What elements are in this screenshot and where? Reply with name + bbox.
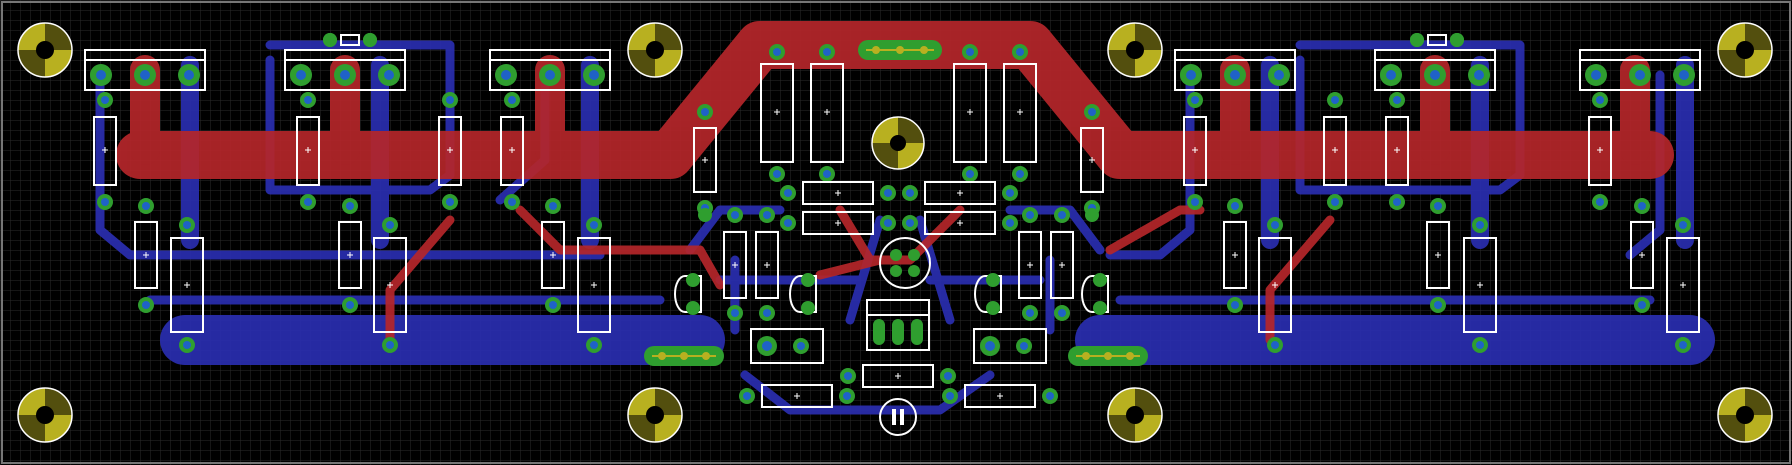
mounting-hole-icon <box>1107 22 1163 78</box>
mounting-hole-icon <box>17 22 73 78</box>
resistor-outline-icon <box>1018 207 1042 321</box>
resistor-outline-icon <box>755 207 779 321</box>
resistor-outline-icon <box>1630 198 1654 313</box>
resistor-outline-icon <box>338 198 362 313</box>
resistor-outline-icon <box>723 207 747 321</box>
resistor-outline-icon <box>1588 92 1612 210</box>
resistor-outline-icon <box>438 92 462 210</box>
capacitors <box>871 116 931 436</box>
resistor-outline-icon <box>739 384 855 408</box>
vertical-resistors <box>93 44 1700 353</box>
resistor-outline-icon <box>840 364 956 388</box>
mounting-hole-icon <box>1717 387 1773 443</box>
to220-transistor-outline-icon <box>1579 49 1701 91</box>
to220-transistor-outline-icon <box>1374 49 1496 91</box>
vias <box>323 33 1464 222</box>
terminal-connector-icon <box>973 328 1047 364</box>
resistor-outline-icon <box>1463 217 1497 353</box>
to220-transistor-outline-icon <box>84 49 206 91</box>
resistor-outline-icon <box>1258 217 1292 353</box>
to220-transistor-outline-icon <box>284 49 406 91</box>
resistor-outline-icon <box>1323 92 1347 210</box>
resistor-outline-icon <box>500 92 524 210</box>
mounting-holes <box>17 22 1773 443</box>
capacitor-outline-icon <box>879 398 917 436</box>
to220-transistor-outline-icon <box>1174 49 1296 91</box>
to220-transistor-outline-icon <box>489 49 611 91</box>
mounting-hole-icon <box>627 22 683 78</box>
terminal-connector-icon <box>866 299 930 351</box>
resistor-outline-icon <box>1385 92 1409 210</box>
resistor-outline-icon <box>902 181 1018 205</box>
resistor-outline-icon <box>577 217 611 353</box>
resistor-outline-icon <box>953 44 987 182</box>
resistor-outline-icon <box>1223 198 1247 313</box>
resistor-outline-icon <box>373 217 407 353</box>
mounting-hole-icon <box>1107 387 1163 443</box>
resistor-outline-icon <box>93 92 117 210</box>
resistor-outline-icon <box>810 44 844 182</box>
resistor-outline-icon <box>942 384 1058 408</box>
transistor-outline-icon <box>974 273 1002 315</box>
mounting-hole-icon <box>17 387 73 443</box>
resistor-outline-icon <box>1183 92 1207 210</box>
pad-icon <box>644 346 724 366</box>
transistor-outline-icon <box>789 273 817 315</box>
resistor-outline-icon <box>780 211 896 235</box>
jumper-pads <box>644 40 1148 366</box>
resistor-outline-icon <box>1050 207 1074 321</box>
resistor-outline-icon <box>541 198 565 313</box>
resistor-outline-icon <box>134 198 158 313</box>
power-transistors <box>84 49 1701 91</box>
capacitor-outline-icon <box>879 237 931 289</box>
resistor-outline-icon <box>780 181 896 205</box>
pad-icon <box>858 40 942 60</box>
pad-icon <box>1068 346 1148 366</box>
mounting-hole-icon <box>627 387 683 443</box>
resistor-outline-icon <box>1003 44 1037 182</box>
connectors <box>674 273 1109 364</box>
mounting-hole-icon <box>1717 22 1773 78</box>
resistor-outline-icon <box>902 211 1018 235</box>
resistor-outline-icon <box>760 44 794 182</box>
resistor-outline-icon <box>1666 217 1700 353</box>
resistor-outline-icon <box>1426 198 1450 313</box>
capacitor-outline-icon <box>871 116 925 170</box>
terminal-connector-icon <box>750 328 824 364</box>
resistor-outline-icon <box>296 92 320 210</box>
transistor-outline-icon <box>674 273 702 315</box>
resistor-outline-icon <box>170 217 204 353</box>
transistor-outline-icon <box>1081 273 1109 315</box>
